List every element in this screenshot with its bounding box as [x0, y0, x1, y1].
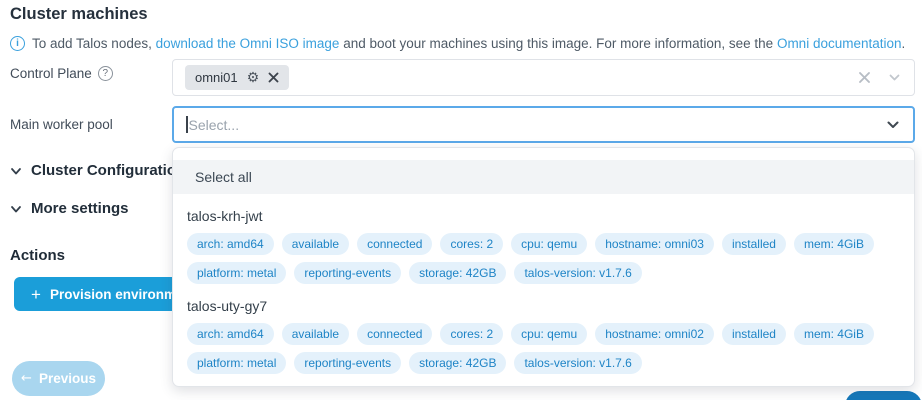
- control-plane-chip: omni01 ⚙: [185, 65, 290, 90]
- machine-tag: arch: amd64: [187, 323, 274, 345]
- worker-pool-label-text: Main worker pool: [10, 117, 113, 132]
- option-select-all[interactable]: Select all: [173, 160, 914, 194]
- info-text-suffix: .: [901, 36, 906, 51]
- plus-icon: +: [31, 284, 41, 304]
- machine-tag: mem: 4GiB: [793, 323, 874, 345]
- provision-button-label: Provision environment: [49, 286, 197, 302]
- machine-tag: cores: 2: [440, 323, 504, 345]
- info-text-middle: and boot your machines using this image.…: [339, 36, 777, 51]
- gear-icon[interactable]: ⚙: [246, 69, 260, 86]
- arrow-left-icon: ←: [21, 371, 32, 386]
- section-cluster-configuration[interactable]: Cluster Configuration: [10, 162, 185, 179]
- page-title: Cluster machines: [10, 5, 148, 23]
- dropdown-machine-list: talos-krh-jwt arch: amd64 available connec…: [173, 208, 914, 374]
- machine-name: talos-krh-jwt: [187, 208, 263, 224]
- worker-pool-placeholder: Select...: [188, 116, 240, 133]
- machine-tag: hostname: omni02: [595, 323, 714, 345]
- partially-hidden-next-button[interactable]: [845, 391, 922, 400]
- machine-tag: cores: 2: [440, 233, 504, 255]
- select-controls: [858, 70, 902, 85]
- machine-tag: arch: amd64: [187, 233, 274, 255]
- machine-tag: talos-version: v1.7.6: [514, 352, 642, 374]
- chevron-down-icon[interactable]: [885, 117, 901, 133]
- machine-tag: storage: 42GB: [409, 262, 507, 284]
- section-more-settings[interactable]: More settings: [10, 200, 129, 217]
- machine-tag: reporting-events: [294, 352, 402, 374]
- text-caret: [186, 116, 188, 133]
- previous-button[interactable]: ← Previous: [12, 361, 105, 396]
- machine-tag: mem: 4GiB: [793, 233, 874, 255]
- worker-pool-select[interactable]: Select...: [172, 106, 915, 143]
- chevron-down-icon: [11, 205, 21, 212]
- machine-tag: talos-version: v1.7.6: [514, 262, 642, 284]
- machine-tag: platform: metal: [187, 262, 287, 284]
- machine-tag: platform: metal: [187, 352, 287, 374]
- machine-option[interactable]: talos-krh-jwt arch: amd64 available connec…: [187, 208, 900, 284]
- actions-heading: Actions: [10, 247, 66, 264]
- omni-docs-link[interactable]: Omni documentation: [776, 36, 902, 51]
- select-controls: [885, 117, 901, 133]
- machine-tags: arch: amd64 available connected cores: 2 cpu…: [187, 233, 900, 284]
- machine-tag: connected: [357, 323, 433, 345]
- machine-option[interactable]: talos-uty-gy7 arch: amd64 available connec…: [187, 298, 900, 374]
- machine-tag: cpu: qemu: [511, 323, 588, 345]
- machine-tag: available: [281, 323, 350, 345]
- chevron-down-icon: [11, 167, 21, 174]
- info-text: To add Talos nodes, download the Omni IS…: [32, 35, 905, 53]
- machine-tag: reporting-events: [294, 262, 402, 284]
- machine-tag: cpu: qemu: [511, 233, 588, 255]
- clear-icon[interactable]: [858, 71, 871, 84]
- control-plane-label-text: Control Plane: [10, 66, 92, 81]
- machine-tag: installed: [721, 233, 786, 255]
- machine-name: talos-uty-gy7: [187, 298, 268, 314]
- info-banner: i To add Talos nodes, download the Omni …: [10, 35, 915, 53]
- info-text-prefix: To add Talos nodes,: [32, 36, 156, 51]
- machine-tag: available: [281, 233, 350, 255]
- download-iso-link[interactable]: download the Omni ISO image: [155, 36, 340, 51]
- machine-tags: arch: amd64 available connected cores: 2 cpu…: [187, 323, 900, 374]
- machine-tag: storage: 42GB: [409, 352, 507, 374]
- chip-label: omni01: [195, 70, 238, 85]
- section-label: Cluster Configuration: [31, 162, 186, 179]
- chip-remove-icon[interactable]: [268, 72, 279, 83]
- machine-tag: hostname: omni03: [595, 233, 714, 255]
- worker-pool-label: Main worker pool: [10, 117, 113, 132]
- machine-tag: installed: [721, 323, 786, 345]
- previous-button-label: Previous: [38, 371, 96, 386]
- info-icon: i: [10, 36, 25, 51]
- chevron-down-icon[interactable]: [887, 70, 902, 85]
- worker-pool-dropdown: Select all talos-krh-jwt arch: amd64 avai…: [172, 147, 915, 387]
- control-plane-label: Control Plane ?: [10, 66, 113, 81]
- section-label: More settings: [31, 200, 129, 217]
- machine-tag: connected: [357, 233, 433, 255]
- control-plane-select[interactable]: omni01 ⚙: [172, 59, 915, 96]
- help-icon[interactable]: ?: [97, 66, 113, 81]
